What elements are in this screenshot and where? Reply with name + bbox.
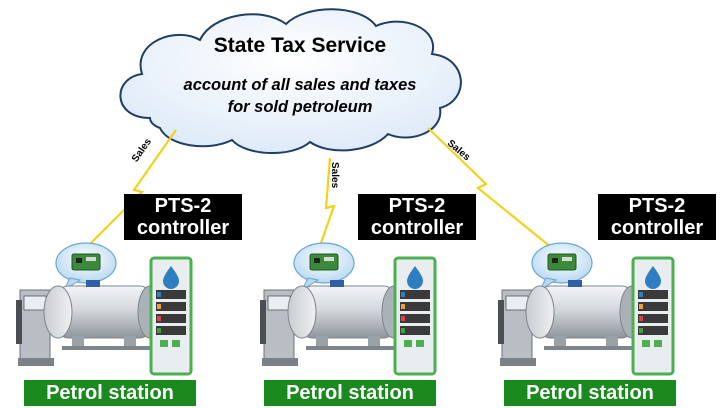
petrol-station-3 (498, 243, 673, 374)
controller-label-2: PTS-2 controller (358, 194, 476, 240)
price-board-icon (633, 258, 673, 374)
price-board-icon (395, 258, 435, 374)
controller-label-line1: PTS-2 (362, 195, 472, 217)
station-label-3: Petrol station (504, 380, 676, 406)
controller-label-1: PTS-2 controller (124, 194, 242, 240)
cloud-subtitle-line2: for sold petroleum (140, 98, 460, 117)
fuel-tank-icon (288, 280, 406, 350)
station-label-2: Petrol station (264, 380, 436, 406)
controller-label-line2: controller (128, 217, 238, 239)
fuel-tank-icon (526, 280, 644, 350)
sales-label-2: Sales (329, 162, 340, 188)
petrol-station-2 (260, 243, 435, 374)
controller-label-line1: PTS-2 (602, 195, 712, 217)
controller-label-line2: controller (362, 217, 472, 239)
petrol-station-1 (16, 243, 191, 374)
controller-label-line1: PTS-2 (128, 195, 238, 217)
controller-label-3: PTS-2 controller (598, 194, 716, 240)
fuel-tank-icon (44, 280, 162, 350)
cloud-subtitle-line1: account of all sales and taxes (140, 76, 460, 95)
controller-label-line2: controller (602, 217, 712, 239)
price-board-icon (151, 258, 191, 374)
station-label-1: Petrol station (24, 380, 196, 406)
cloud-title: State Tax Service (170, 34, 430, 58)
